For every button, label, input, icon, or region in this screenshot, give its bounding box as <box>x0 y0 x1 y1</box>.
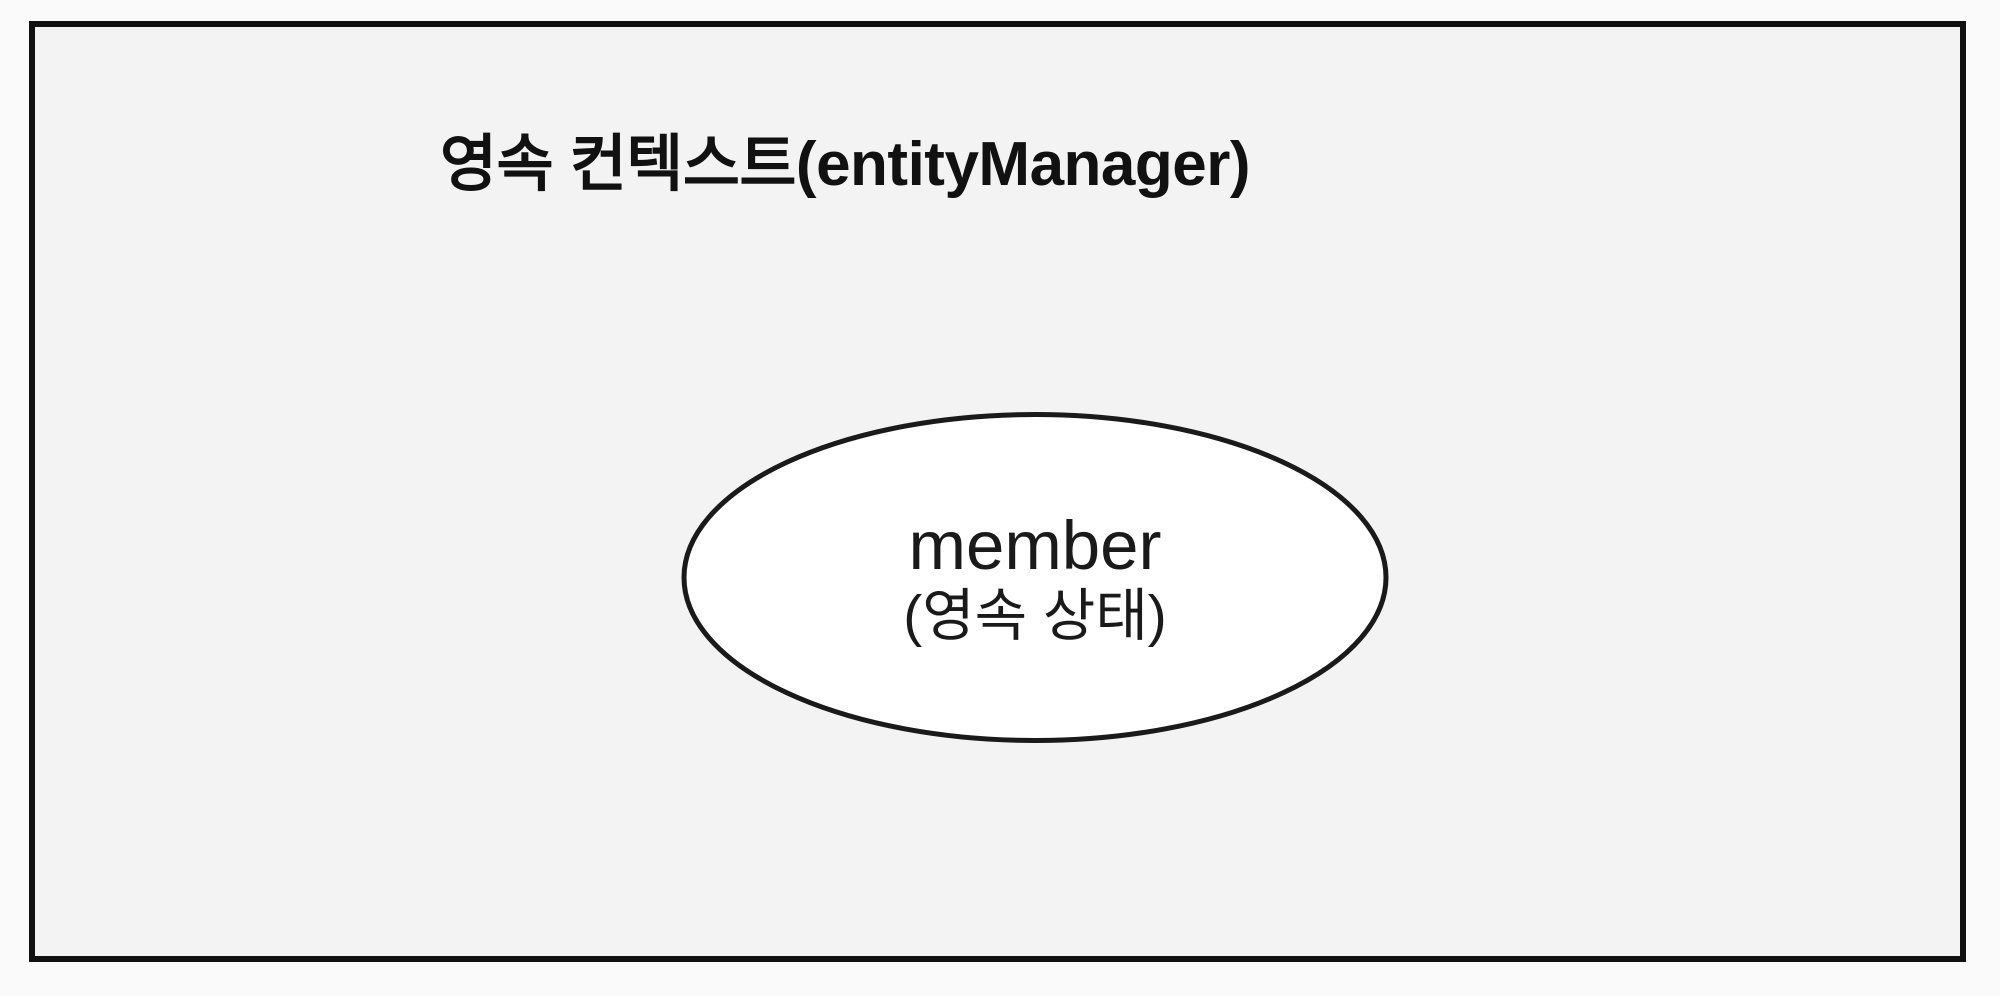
entity-name-label: member <box>908 506 1162 584</box>
persistence-context-title: 영속 컨텍스트(entityManager) <box>439 130 1251 199</box>
persistence-context-box: 영속 컨텍스트(entityManager) member (영속 상태) <box>29 21 1966 962</box>
entity-state-label: (영속 상태) <box>903 583 1167 648</box>
entity-label-group: member (영속 상태) <box>680 411 1390 744</box>
entity-node-member: member (영속 상태) <box>680 411 1390 744</box>
ellipse-shape-icon <box>681 412 1389 743</box>
